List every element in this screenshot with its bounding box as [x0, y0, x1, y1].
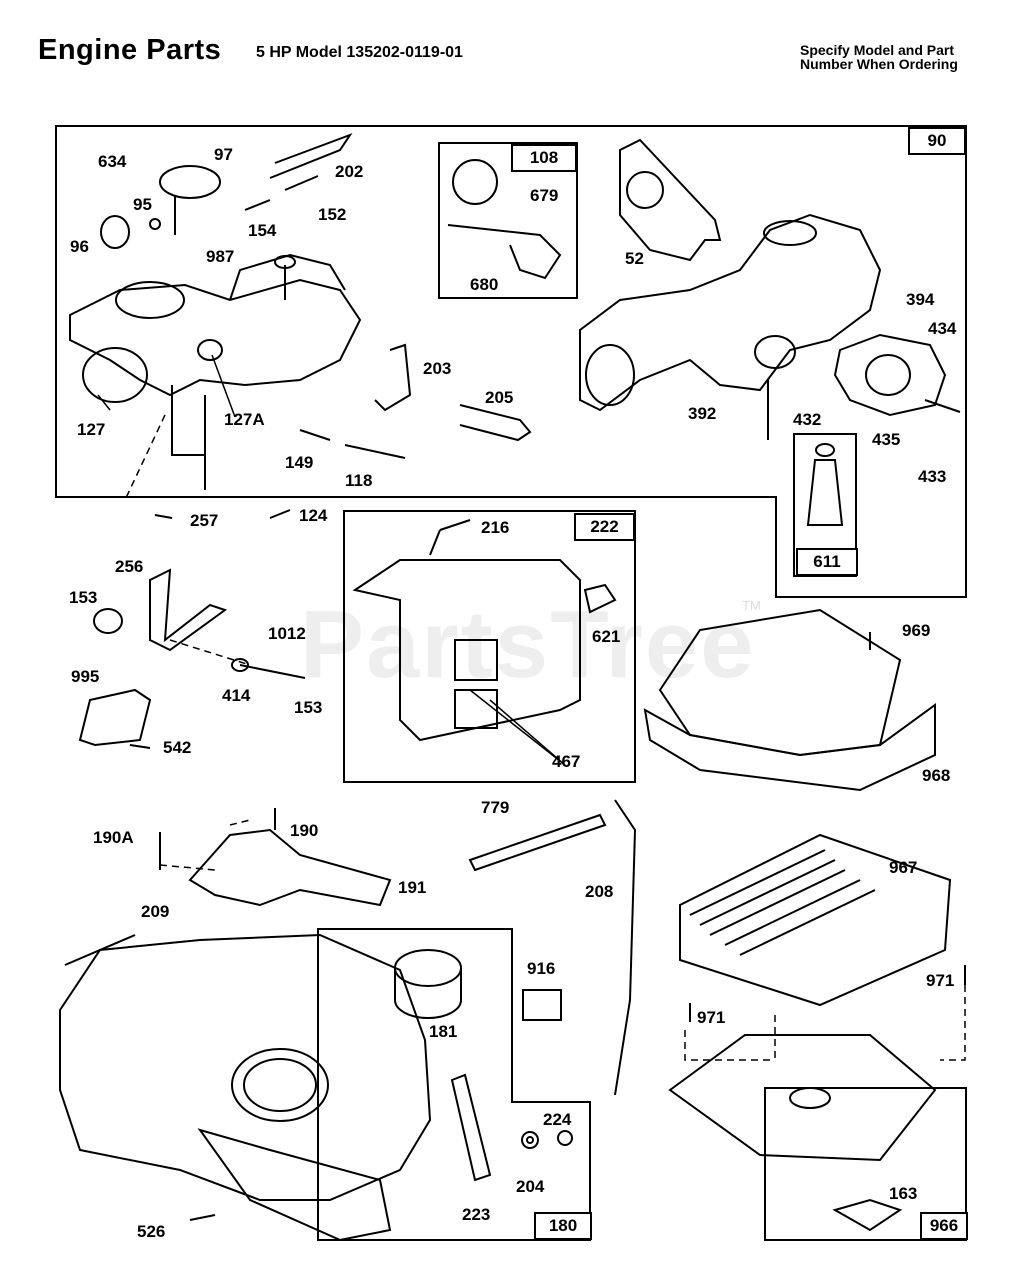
group-box-966: 966 — [920, 1212, 968, 1240]
part-label-433: 433 — [918, 467, 947, 486]
part-label-202: 202 — [335, 162, 364, 181]
part-label-542: 542 — [163, 738, 192, 757]
part-label-414: 414 — [222, 686, 251, 705]
part-label-256: 256 — [115, 557, 144, 576]
part-label-97: 97 — [214, 145, 233, 164]
part-label-967: 967 — [889, 858, 918, 877]
part-label-153-bottom: 153 — [294, 698, 323, 717]
part-label-526: 526 — [137, 1222, 166, 1241]
part-label-154: 154 — [248, 221, 277, 240]
air-filter-967 — [679, 833, 952, 1007]
part-label-434: 434 — [928, 319, 957, 338]
watermark-trademark: TM — [742, 598, 761, 613]
part-label-191: 191 — [398, 878, 427, 897]
part-label-95: 95 — [133, 195, 152, 214]
part-label-124: 124 — [299, 506, 328, 525]
fuel-tank-group-outline — [317, 928, 591, 1241]
part-label-209: 209 — [141, 902, 170, 921]
ordering-note-line2: Number When Ordering — [800, 56, 958, 72]
part-label-971-right: 971 — [926, 971, 955, 990]
part-label-153-top: 153 — [69, 588, 98, 607]
part-label-149: 149 — [285, 453, 314, 472]
air-cleaner-base-tray — [668, 1034, 937, 1162]
carburetor-group-outline — [55, 125, 967, 598]
governor-lever-256 — [149, 568, 228, 652]
part-label-987: 987 — [206, 247, 235, 266]
part-label-435: 435 — [872, 430, 901, 449]
part-label-163: 163 — [889, 1184, 918, 1203]
page-title: Engine Parts — [38, 34, 222, 66]
part-label-779: 779 — [481, 798, 510, 817]
part-label-257: 257 — [190, 511, 219, 530]
part-label-680: 680 — [470, 275, 499, 294]
part-label-96: 96 — [70, 237, 89, 256]
air-cleaner-cover-968 — [658, 608, 902, 757]
part-label-127: 127 — [77, 420, 106, 439]
watermark: PartsTree — [300, 591, 756, 698]
part-label-916: 916 — [527, 959, 556, 978]
group-box-90: 90 — [908, 127, 966, 155]
part-label-971-left: 971 — [697, 1008, 726, 1027]
part-label-392: 392 — [688, 404, 717, 423]
part-label-152: 152 — [318, 205, 347, 224]
air-cleaner-base-outline — [764, 1087, 967, 1241]
choke-shaft-inset-outline — [438, 142, 578, 299]
part-label-181: 181 — [429, 1022, 458, 1041]
part-label-394: 394 — [906, 290, 935, 309]
part-label-216: 216 — [481, 518, 510, 537]
fuel-pipe-inset-outline — [793, 433, 857, 577]
carburetor-body-right — [579, 213, 882, 440]
ordering-note: Specify Model and Part Number When Order… — [800, 43, 958, 71]
part-label-52: 52 — [625, 249, 644, 268]
part-label-634: 634 — [98, 152, 127, 171]
part-label-995: 995 — [71, 667, 100, 686]
part-label-968: 968 — [922, 766, 951, 785]
part-label-621: 621 — [592, 627, 621, 646]
fuel-tank — [59, 933, 432, 1201]
group-box-222: 222 — [574, 513, 635, 541]
model-number: 5 HP Model 135202-0119-01 — [256, 44, 463, 61]
part-label-969: 969 — [902, 621, 931, 640]
part-label-190: 190 — [290, 821, 319, 840]
part-label-204: 204 — [516, 1177, 545, 1196]
throttle-plate-97 — [159, 165, 221, 199]
part-label-224: 224 — [543, 1110, 572, 1129]
part-label-432: 432 — [793, 410, 822, 429]
air-cleaner-base-group-outline — [343, 510, 636, 783]
part-label-467: 467 — [552, 752, 581, 771]
part-label-127a: 127A — [224, 410, 265, 429]
part-label-223: 223 — [462, 1205, 491, 1224]
part-label-205: 205 — [485, 388, 514, 407]
group-box-108: 108 — [511, 144, 577, 172]
group-box-180: 180 — [534, 1212, 592, 1240]
ordering-note-line1: Specify Model and Part — [800, 42, 955, 58]
part-label-203: 203 — [423, 359, 452, 378]
group-box-611: 611 — [796, 548, 858, 576]
part-label-208: 208 — [585, 882, 614, 901]
part-label-118: 118 — [345, 471, 373, 490]
part-label-679: 679 — [530, 186, 559, 205]
part-label-190a: 190A — [93, 828, 134, 847]
carburetor-body — [69, 253, 362, 490]
part-label-1012: 1012 — [268, 624, 306, 643]
